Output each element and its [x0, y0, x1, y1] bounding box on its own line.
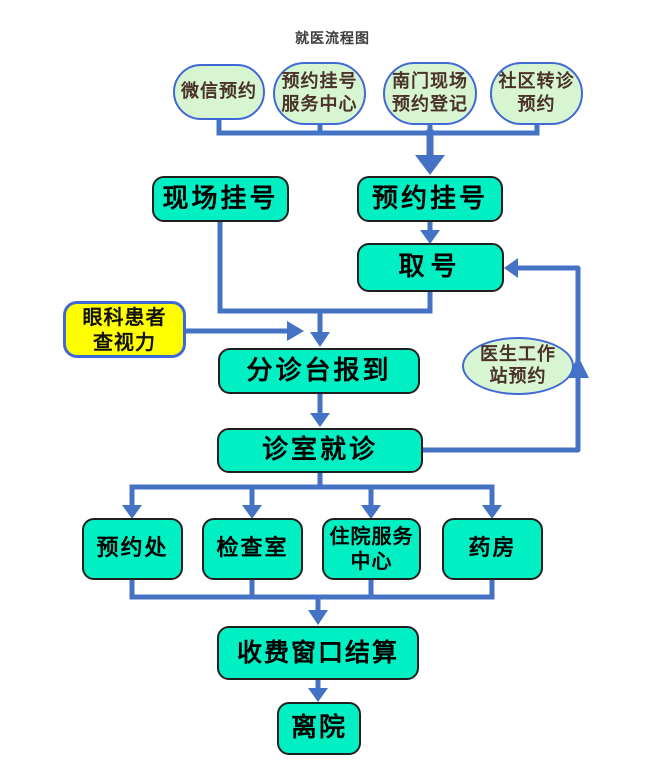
node-payment-window: 收费窗口结算 — [217, 626, 419, 680]
arrowhead-eye-patient — [287, 321, 304, 341]
arrowhead-triage — [310, 332, 330, 347]
node-doctor-workstation-appointment: 医生工作 站预约 — [462, 337, 574, 395]
node-take-number: 取号 — [357, 243, 504, 292]
connector-branch-distribution — [129, 469, 495, 509]
arrowhead-branch-4 — [482, 505, 502, 519]
node-eye-patient-vision-check: 眼科患者 查视力 — [63, 301, 186, 358]
node-wechat-appointment: 微信预约 — [173, 64, 265, 120]
arrowhead-branch-3 — [361, 505, 381, 519]
connector-merge-to-triage — [217, 219, 433, 336]
node-appointment-service-center: 预约挂号 服务中心 — [273, 62, 366, 125]
arrowhead-to-appointment-register — [415, 155, 445, 175]
node-pharmacy: 药房 — [442, 518, 543, 580]
arrowhead-payment — [308, 610, 328, 625]
connector-payment-collector — [129, 577, 495, 614]
node-triage-checkin: 分诊台报到 — [218, 348, 420, 394]
node-community-referral: 社区转诊 预约 — [490, 62, 583, 125]
arrowhead-consult — [310, 413, 330, 427]
connector-sources-collector — [216, 116, 540, 136]
arrowhead-loop-left — [504, 258, 518, 278]
arrowhead-leave — [308, 688, 328, 702]
node-appointment-office: 预约处 — [82, 518, 183, 580]
node-inpatient-service-center: 住院服务 中心 — [322, 518, 421, 580]
node-consult-room-visit: 诊室就诊 — [217, 428, 423, 473]
node-exam-room: 检查室 — [202, 518, 303, 580]
arrowhead-take-number — [420, 230, 440, 244]
node-leave-hospital: 离院 — [277, 702, 361, 755]
node-appointment-registration: 预约挂号 — [357, 176, 503, 222]
arrowhead-branch-2 — [242, 505, 262, 519]
node-south-gate-registration: 南门现场 预约登记 — [383, 62, 477, 125]
arrowhead-branch-1 — [122, 505, 142, 519]
node-onsite-registration: 现场挂号 — [152, 176, 289, 222]
flowchart-title: 就医流程图 — [295, 31, 370, 47]
